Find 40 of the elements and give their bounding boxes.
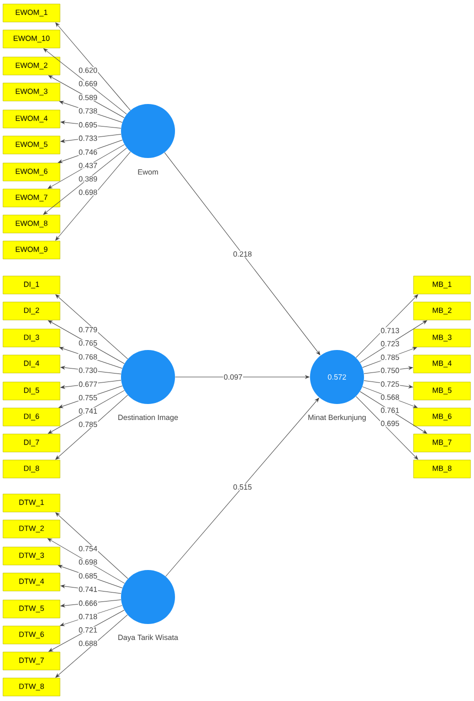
arrow bbox=[48, 75, 124, 118]
arrow bbox=[60, 366, 122, 374]
arrow bbox=[59, 346, 122, 369]
arrow bbox=[362, 386, 418, 408]
arrow bbox=[59, 100, 122, 123]
arrow bbox=[58, 565, 123, 588]
arrow bbox=[362, 347, 417, 368]
arrow bbox=[55, 294, 128, 360]
arrow bbox=[60, 584, 122, 594]
arrow bbox=[356, 294, 418, 358]
arrow bbox=[55, 152, 131, 241]
arrow bbox=[360, 391, 428, 434]
arrow bbox=[55, 22, 131, 111]
arrow bbox=[364, 366, 413, 374]
arrow bbox=[60, 605, 122, 626]
arrow bbox=[356, 396, 418, 460]
arrow bbox=[360, 320, 428, 363]
arrow bbox=[48, 390, 125, 434]
arrow bbox=[48, 320, 125, 364]
arrow bbox=[48, 610, 124, 652]
arrow bbox=[48, 538, 125, 584]
arrow bbox=[60, 600, 122, 608]
arrow bbox=[58, 140, 123, 163]
arrow bbox=[55, 394, 128, 460]
latent-variable-circle bbox=[121, 350, 175, 404]
arrow bbox=[60, 380, 122, 389]
arrow bbox=[58, 386, 123, 408]
arrow bbox=[364, 380, 413, 388]
arrow bbox=[55, 614, 128, 678]
arrow bbox=[55, 512, 128, 579]
arrow bbox=[164, 152, 320, 356]
latent-variable-circle bbox=[121, 104, 175, 158]
arrow bbox=[174, 375, 310, 379]
arrow bbox=[48, 144, 125, 189]
arrow bbox=[60, 120, 122, 128]
arrow bbox=[43, 148, 127, 215]
arrow bbox=[60, 134, 122, 143]
arrow bbox=[165, 398, 320, 577]
latent-variable-circle bbox=[121, 570, 175, 624]
arrow bbox=[43, 48, 127, 114]
